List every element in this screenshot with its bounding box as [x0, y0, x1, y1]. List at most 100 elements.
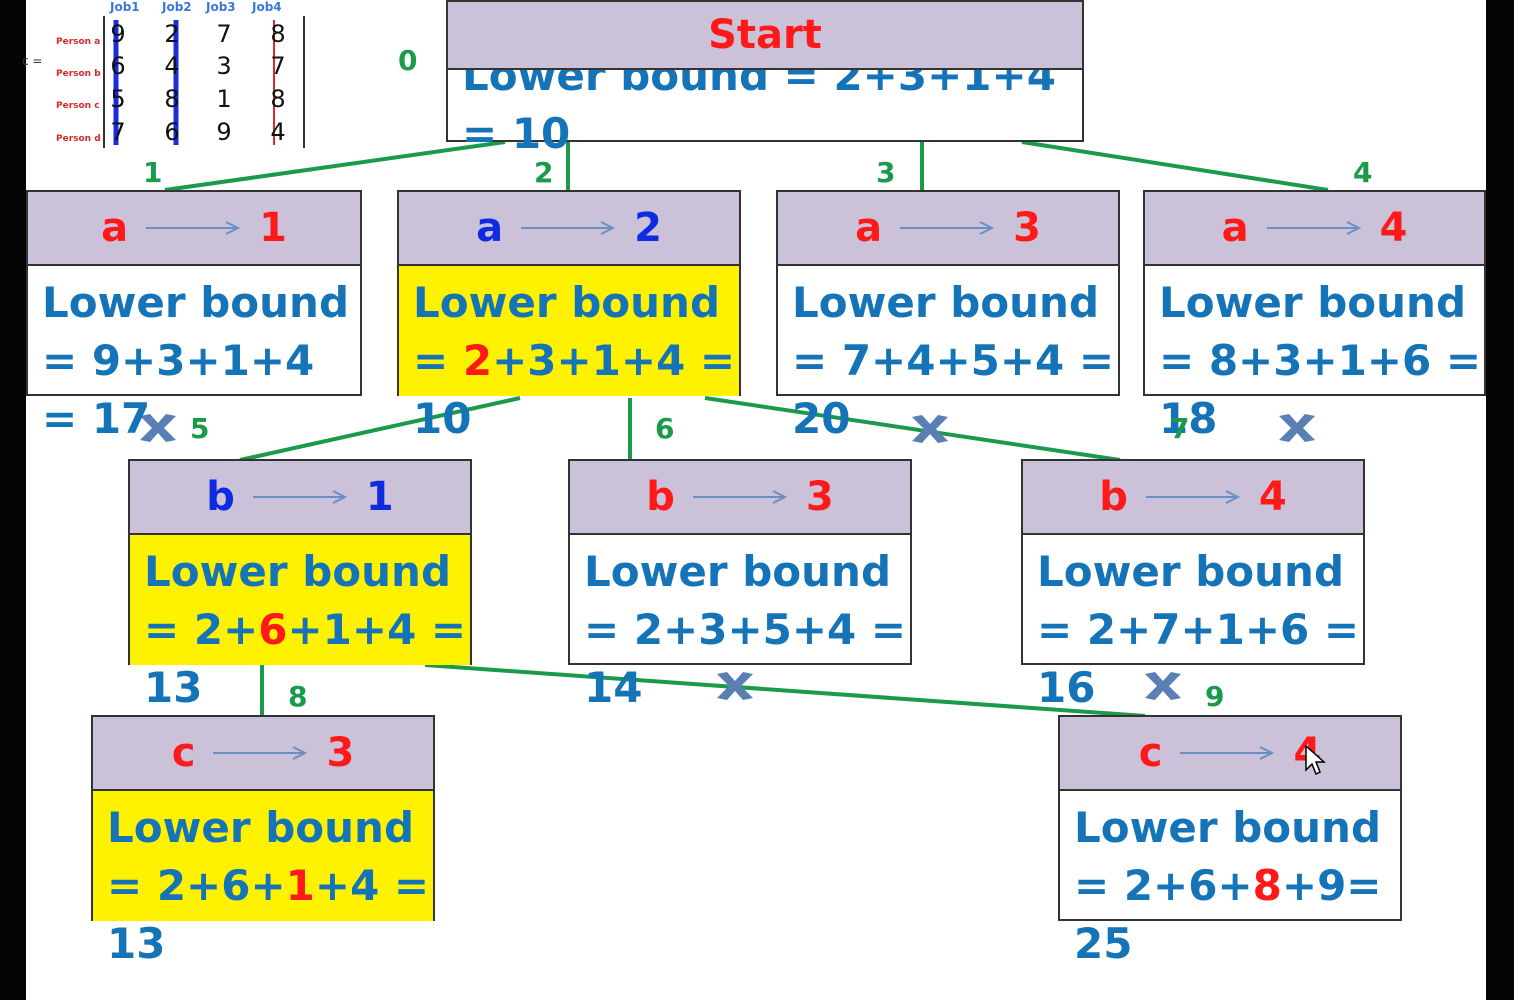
matrix-job-header: Job3 — [206, 0, 236, 14]
node-person: a — [101, 205, 129, 251]
lower-bound-label: Lower bound — [413, 278, 721, 327]
matrix-cell: 8 — [270, 20, 286, 48]
expr-highlight: 1 — [285, 861, 315, 910]
start-node: Start Lower bound = 2+3+1+4 = 10 — [446, 0, 1084, 158]
node-job: 3 — [1013, 205, 1041, 251]
lower-bound-label: Lower bound — [1037, 547, 1345, 596]
right-arrow-icon — [900, 221, 995, 235]
mouse-pointer-icon — [1305, 744, 1326, 776]
lower-bound-expr: = 2+6+1+4 = 13 — [144, 601, 470, 717]
right-arrow-icon — [213, 746, 308, 760]
node-job: 3 — [805, 474, 834, 520]
matrix-cell: 1 — [216, 85, 232, 113]
edge-number: 2 — [534, 156, 554, 189]
lower-bound-expr: = 2+3+5+4 = 14 — [584, 601, 910, 717]
lower-bound-expr: = 2+6+1+4 = 13 — [107, 857, 433, 973]
right-arrow-icon — [252, 490, 348, 504]
node-body: Lower bound = 2+3+5+4 = 14 — [570, 535, 910, 712]
matrix-cell: 9 — [110, 20, 126, 48]
node-person: b — [646, 474, 675, 520]
edge-a2-b4 — [704, 396, 1121, 462]
edge-number: 4 — [1353, 156, 1373, 189]
lower-bound-label: Lower bound — [144, 547, 452, 596]
matrix-job-header: Job1 — [110, 0, 140, 14]
expr-suffix: +1+4 = 13 — [144, 605, 467, 712]
expr-text: = 9+3+1+4 = 17 — [42, 336, 315, 443]
matrix-brackets — [103, 16, 305, 148]
right-arrow-icon — [521, 221, 616, 235]
expr-prefix: = — [413, 336, 463, 385]
right-black-border — [1486, 0, 1514, 1000]
cost-matrix: c = Job1 Job2 Job3 Job4 Person a Person … — [0, 0, 320, 150]
edge-number: 1 — [143, 156, 163, 189]
edge-start-a1 — [164, 140, 506, 192]
lower-bound-expr: = 9+3+1+4 = 17 — [42, 332, 360, 448]
node-person: c — [171, 730, 196, 776]
right-arrow-icon — [1266, 221, 1361, 235]
matrix-cell: 6 — [110, 52, 126, 80]
node-body: Lower bound= 7+4+5+4 = 20 — [778, 266, 1118, 443]
expr-text: = 8+3+1+6 = 18 — [1159, 336, 1482, 443]
matrix-job-header: Job4 — [252, 0, 282, 14]
right-arrow-icon — [146, 221, 241, 235]
start-node-header: Start — [448, 2, 1082, 70]
node-c-4: c4Lower bound= 2+6+8+9= 25 — [1058, 715, 1402, 968]
expr-suffix: +9= 25 — [1074, 861, 1382, 968]
matrix-job-header: Job2 — [162, 0, 192, 14]
matrix-cell: 2 — [164, 20, 180, 48]
expr-prefix: = 2+6+ — [1074, 861, 1253, 910]
node-person: a — [855, 205, 883, 251]
matrix-cell: 5 — [110, 85, 126, 113]
matrix-cell: 4 — [270, 118, 286, 146]
right-arrow-icon — [1180, 746, 1275, 760]
node-header: c4 — [1060, 717, 1400, 791]
lower-bound-expr: = 7+4+5+4 = 20 — [792, 332, 1118, 448]
start-title: Start — [708, 12, 822, 58]
matrix-cell: 7 — [216, 20, 232, 48]
expr-text: = 7+4+5+4 = 20 — [792, 336, 1115, 443]
expr-text: = 2+7+1+6 = 16 — [1037, 605, 1360, 712]
node-body: Lower bound= 8+3+1+6 = 18 — [1145, 266, 1484, 443]
node-job: 1 — [365, 474, 394, 520]
expr-highlight: 6 — [258, 605, 288, 654]
matrix-person-label: Person b — [56, 69, 101, 79]
expr-suffix: +4 = 13 — [107, 861, 430, 968]
right-arrow-icon — [1145, 490, 1241, 504]
edge-number: 0 — [398, 44, 418, 77]
node-job: 4 — [1379, 205, 1408, 251]
node-body: Lower bound= 2+6+8+9= 25 — [1060, 791, 1400, 968]
node-person: a — [1221, 205, 1249, 251]
lower-bound-label: Lower bound — [107, 803, 415, 852]
node-person: a — [476, 205, 504, 251]
edge-number: 5 — [190, 412, 210, 445]
edge-number: 8 — [288, 680, 308, 713]
node-body: Lower bound= 2+6+1+4 = 13 — [130, 535, 470, 712]
expr-highlight: 8 — [1252, 861, 1282, 910]
lower-bound-label: Lower bound — [584, 547, 892, 596]
expr-highlight: 2 — [462, 336, 493, 385]
edge-start-a4 — [1021, 140, 1329, 192]
expr-text: = 2+3+5+4 = 14 — [584, 605, 907, 712]
left-black-border — [0, 0, 26, 1000]
cross-mark-icon — [1145, 672, 1181, 700]
lower-bound-expr: = 8+3+1+6 = 18 — [1159, 332, 1484, 448]
node-body: Lower bound= 2+6+1+4 = 13 — [93, 791, 433, 968]
node-person: c — [1138, 730, 1163, 776]
node-job: 4 — [1258, 474, 1287, 520]
matrix-cell: 7 — [270, 52, 286, 80]
edge-a2-b1 — [239, 396, 521, 462]
cross-mark-icon — [140, 414, 176, 442]
node-job: 3 — [326, 730, 355, 776]
